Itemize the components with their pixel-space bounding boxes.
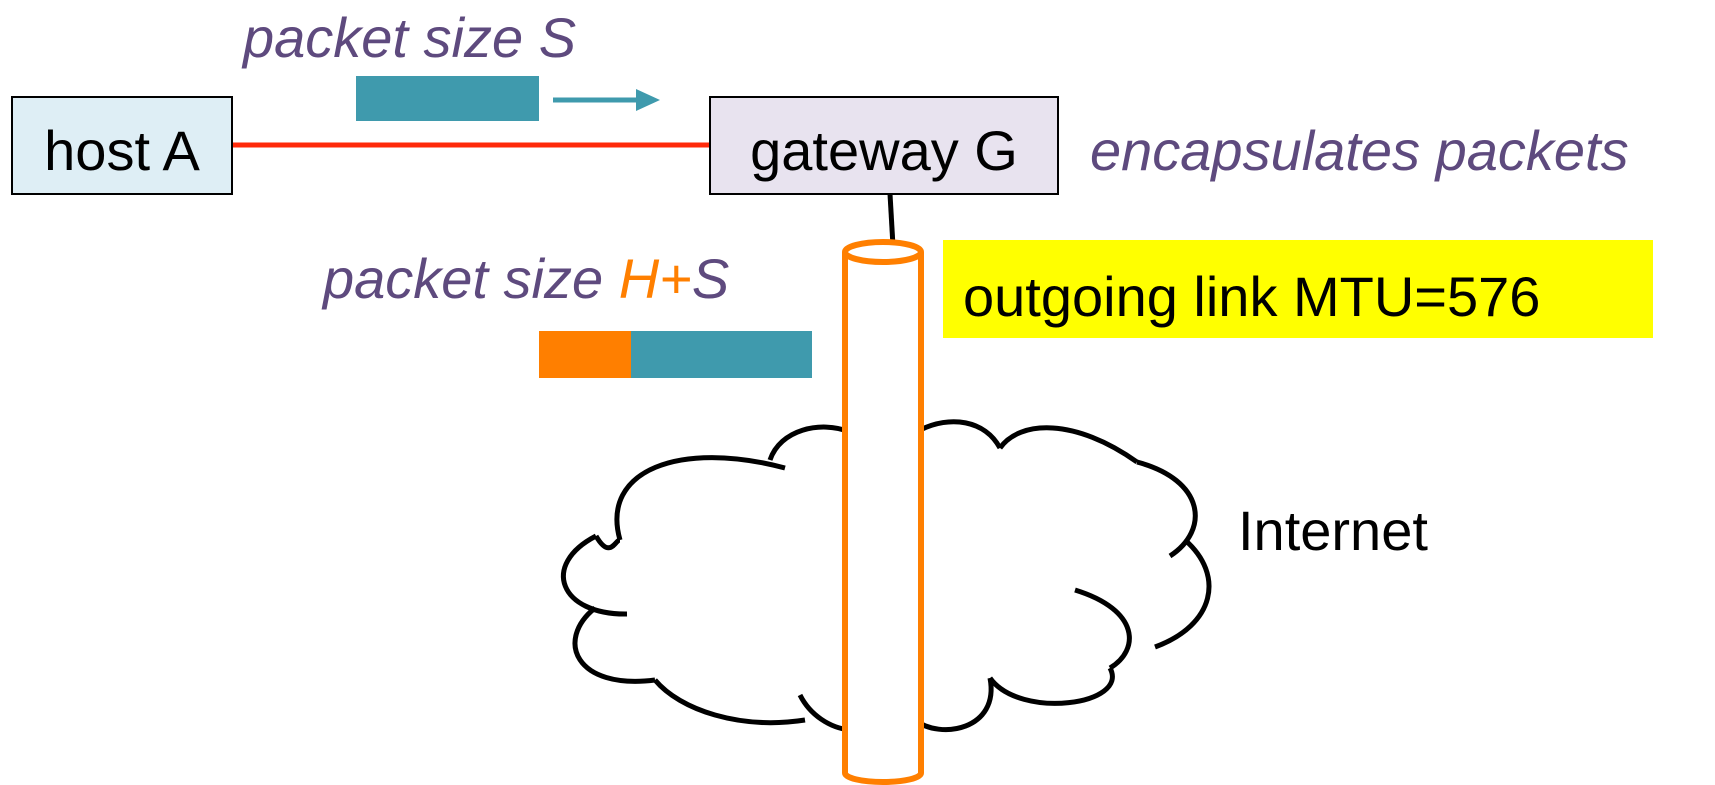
encap-size-var-s: S [692,247,729,310]
internet-cloud [561,419,1212,733]
internet-label: Internet [1238,499,1428,562]
packet-header-segment [539,331,631,378]
packet-size-prefix: packet size [241,6,539,69]
packet-size-s-label: packet size S [241,6,576,69]
direction-arrow [553,89,660,111]
outgoing-link-mtu-callout: outgoing link MTU=576 [943,240,1653,338]
encap-packet-size-prefix: packet size [321,247,619,310]
original-packet [356,76,539,121]
gateway-pipe-connector [887,193,896,247]
outgoing-link-pipe [842,239,924,785]
outgoing-link-mtu-label: outgoing link MTU=576 [963,265,1540,328]
gateway-g-node: gateway G [709,96,1059,195]
packet-size-var-s: S [539,6,576,69]
encapsulates-packets-note: encapsulates packets [1090,119,1629,182]
encap-header-var-h: H [619,247,660,310]
host-a-label: host A [44,119,200,182]
gateway-g-label: gateway G [750,119,1018,182]
packet-size-h-plus-s-label: packet size H+S [321,247,729,310]
encapsulated-packet [539,331,812,378]
packet-payload-segment [631,331,812,378]
host-a-node: host A [11,96,233,195]
encap-plus-sign: + [659,247,692,310]
